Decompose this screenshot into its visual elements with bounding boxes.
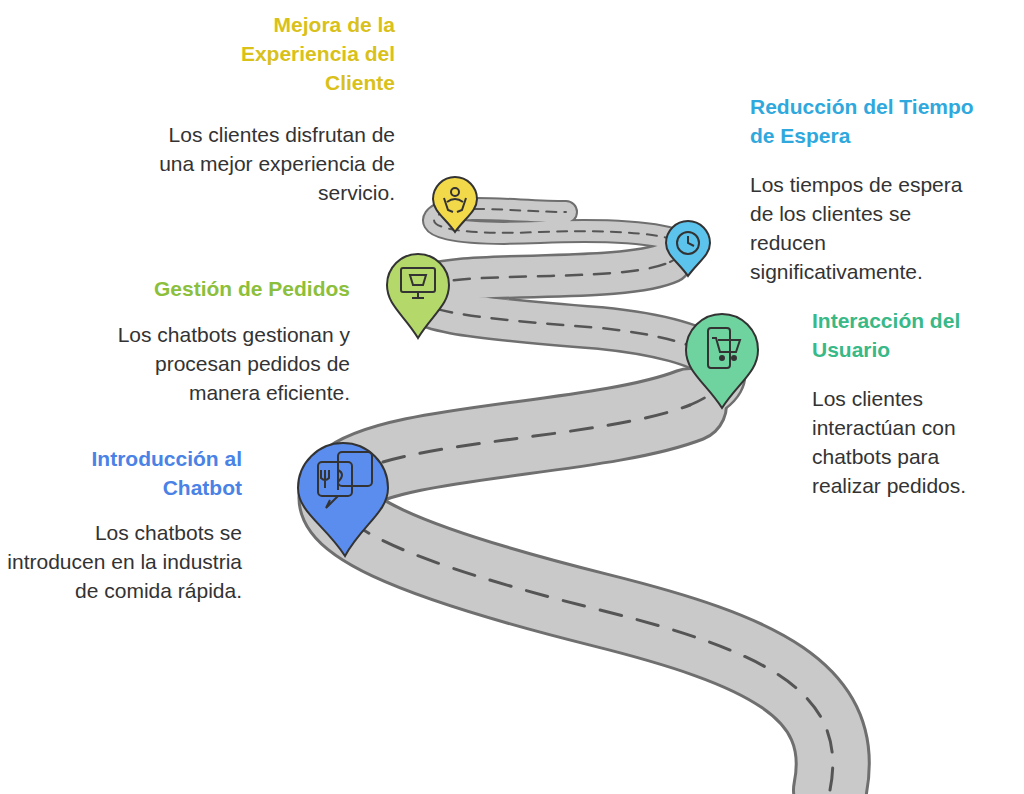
milestone-description: Los clientes interactúan con chatbots pa… [812, 384, 1007, 500]
milestone-description: Los chatbots se introducen en la industr… [7, 518, 242, 605]
pin-marker [433, 177, 477, 232]
milestone-description: Los clientes disfrutan de una mejor expe… [145, 120, 395, 207]
pin-marker [387, 254, 449, 338]
milestone-heading: Introducción al Chatbot [32, 444, 242, 502]
pin-marker [666, 221, 710, 276]
milestone-heading: Interacción del Usuario [812, 306, 1012, 364]
pin-marker [298, 443, 388, 556]
milestone-heading: Mejora de la Experiencia del Cliente [195, 10, 395, 97]
milestone-heading: Gestión de Pedidos [90, 274, 350, 303]
milestone-description: Los tiempos de espera de los clientes se… [750, 170, 985, 286]
road [336, 209, 833, 790]
milestone-heading: Reducción del Tiempo de Espera [750, 92, 980, 150]
pin-marker [686, 314, 758, 408]
milestone-description: Los chatbots gestionan y procesan pedido… [95, 320, 350, 407]
